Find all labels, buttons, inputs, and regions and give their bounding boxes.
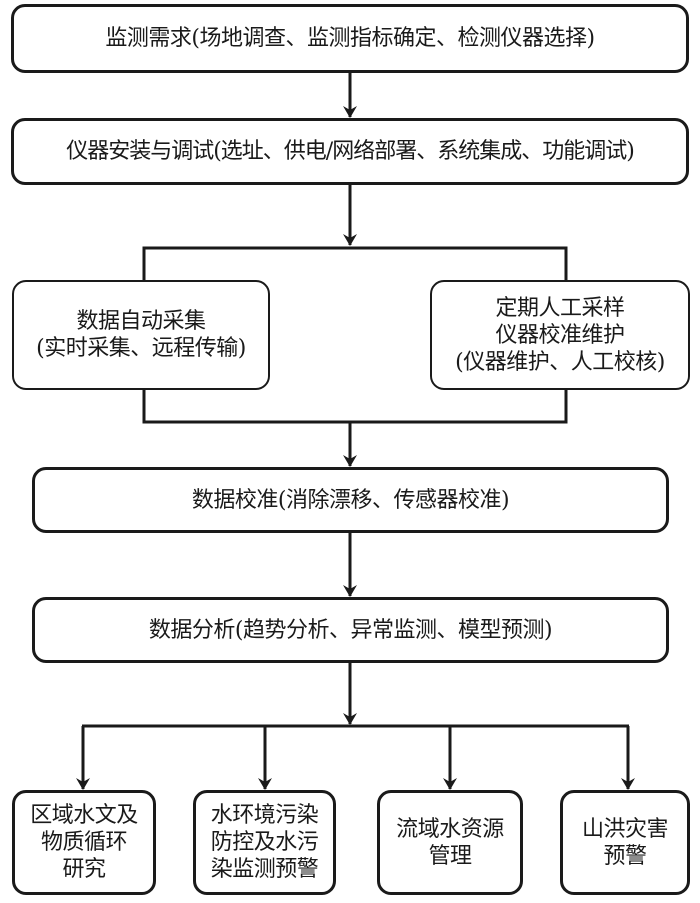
- node-app-hydrology: 区域水文及 物质循环 研究: [12, 790, 156, 895]
- node-text-line: 研究: [62, 857, 106, 882]
- node-requirement-label: 监测需求(场地调查、监测指标确定、检测仪器选择): [105, 25, 595, 52]
- node-app-flood-label: 山洪灾害 预警: [581, 816, 669, 870]
- node-text-line: 预警: [603, 843, 647, 869]
- node-text-line: 区域水文及: [30, 803, 138, 828]
- node-text-line: 数据校准(消除漂移、传感器校准): [191, 487, 510, 513]
- node-auto-collection: 数据自动采集 (实时采集、远程传输): [12, 280, 270, 390]
- node-text-line: 水环境污染: [210, 803, 319, 828]
- node-text-line: (实时采集、远程传输): [36, 336, 246, 361]
- node-text-line: 监测需求(场地调查、监测指标确定、检测仪器选择): [105, 26, 595, 51]
- node-calibration: 数据校准(消除漂移、传感器校准): [32, 467, 669, 533]
- node-text-line: 管理: [428, 843, 472, 869]
- node-text-line: 定期人工采样: [495, 295, 625, 321]
- node-app-hydrology-label: 区域水文及 物质循环 研究: [30, 802, 138, 883]
- node-manual-sampling: 定期人工采样 仪器校准维护 (仪器维护、人工校核): [430, 280, 690, 390]
- node-calibration-label: 数据校准(消除漂移、传感器校准): [191, 487, 510, 514]
- node-installation: 仪器安装与调试(选址、供电/网络部署、系统集成、功能调试): [11, 118, 689, 185]
- node-text-line: 防控及水污: [210, 830, 319, 855]
- node-text-line: 数据自动采集: [76, 309, 206, 334]
- node-analysis-label: 数据分析(趋势分析、异常监测、模型预测): [148, 617, 553, 644]
- merge-bar-bottom: [142, 389, 568, 424]
- node-auto-collection-label: 数据自动采集 (实时采集、远程传输): [36, 308, 246, 362]
- node-requirement: 监测需求(场地调查、监测指标确定、检测仪器选择): [11, 4, 689, 73]
- node-text-line: 山洪灾害: [581, 816, 669, 842]
- node-text-line: 物质循环: [40, 830, 128, 855]
- node-text-line: 染监测预警: [210, 857, 319, 882]
- node-app-pollution: 水环境污染 防控及水污 染监测预警: [193, 790, 336, 895]
- node-app-water-resources-label: 流域水资源 管理: [396, 816, 504, 870]
- node-text-line: 仪器校准维护: [495, 322, 625, 348]
- node-text-line: 数据分析(趋势分析、异常监测、模型预测): [148, 617, 553, 643]
- node-app-water-resources: 流域水资源 管理: [377, 790, 523, 895]
- node-text-line: 流域水资源: [396, 816, 504, 842]
- node-app-flood: 山洪灾害 预警: [560, 790, 690, 895]
- node-installation-label: 仪器安装与调试(选址、供电/网络部署、系统集成、功能调试): [66, 138, 635, 165]
- node-manual-sampling-label: 定期人工采样 仪器校准维护 (仪器维护、人工校核): [455, 295, 665, 376]
- split-bar-top: [142, 246, 568, 281]
- node-text-line: 仪器安装与调试(选址、供电/网络部署、系统集成、功能调试): [66, 139, 635, 164]
- node-app-pollution-label: 水环境污染 防控及水污 染监测预警: [211, 802, 319, 883]
- node-analysis: 数据分析(趋势分析、异常监测、模型预测): [32, 597, 669, 663]
- node-text-line: (仪器维护、人工校核): [455, 349, 665, 375]
